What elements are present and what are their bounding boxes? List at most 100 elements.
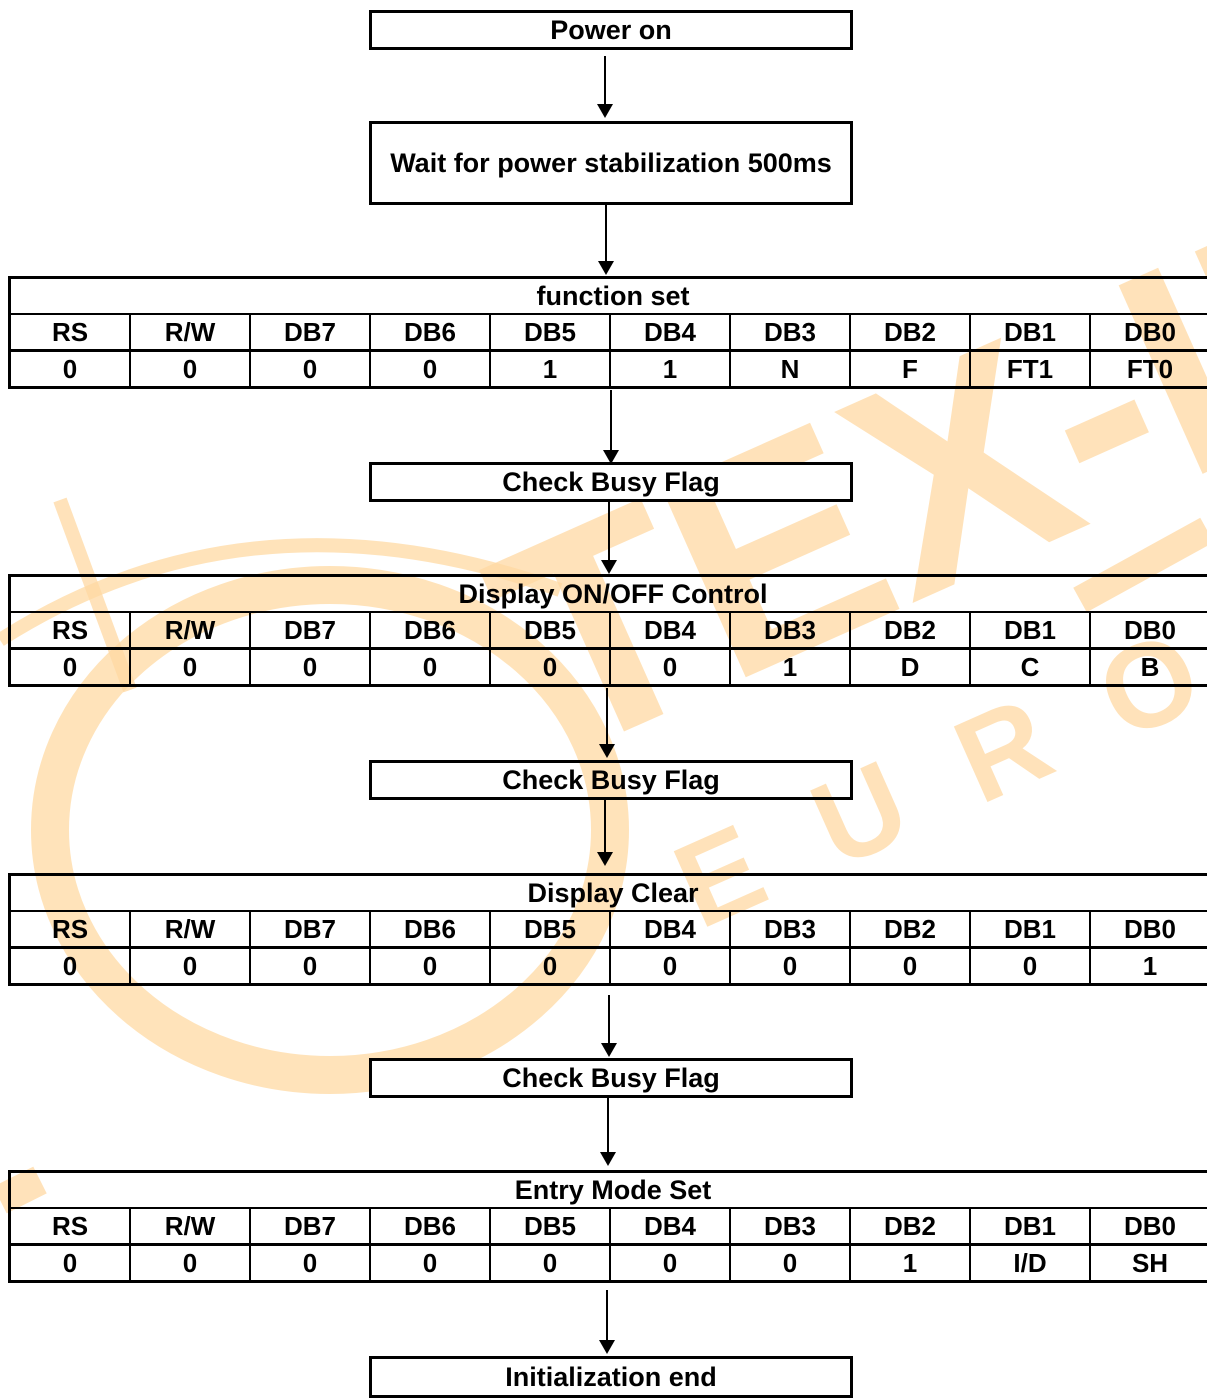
header-cell: DB1 (971, 912, 1091, 946)
header-cell: DB7 (251, 613, 371, 647)
value-cell: 0 (611, 1246, 731, 1280)
header-cell: RS (11, 1209, 131, 1243)
command-title: Display Clear (8, 873, 1207, 912)
arrow-6 (597, 800, 613, 866)
step-check-busy-flag-2: Check Busy Flag (369, 760, 853, 800)
value-cell: B (1091, 650, 1207, 684)
header-cell: DB6 (371, 1209, 491, 1243)
header-cell: RS (11, 613, 131, 647)
value-cell: 0 (851, 949, 971, 983)
arrow-7 (601, 995, 617, 1057)
value-cell: 0 (251, 352, 371, 386)
arrow-4 (601, 502, 617, 574)
value-cell: D (851, 650, 971, 684)
watermark-main-text: TEX-IM (449, 98, 1207, 818)
value-row: 0 0 0 0 0 0 1 D C B (8, 650, 1207, 687)
value-cell: 0 (131, 949, 251, 983)
arrow-5 (599, 688, 615, 758)
value-cell: 0 (491, 949, 611, 983)
header-cell: DB0 (1091, 613, 1207, 647)
step-power-on: Power on (369, 10, 853, 50)
value-cell: 0 (491, 650, 611, 684)
value-cell: 0 (11, 949, 131, 983)
header-cell: R/W (131, 912, 251, 946)
header-cell: DB1 (971, 1209, 1091, 1243)
header-cell: DB3 (731, 315, 851, 349)
step-initialization-end: Initialization end (369, 1356, 853, 1398)
header-cell: DB5 (491, 315, 611, 349)
step-check-busy-flag-3: Check Busy Flag (369, 1058, 853, 1098)
header-cell: DB4 (611, 613, 731, 647)
value-cell: 1 (731, 650, 851, 684)
value-cell: SH (1091, 1246, 1207, 1280)
header-cell: DB5 (491, 613, 611, 647)
header-cell: DB6 (371, 912, 491, 946)
header-cell: DB1 (971, 613, 1091, 647)
command-display-on-off: Display ON/OFF Control RS R/W DB7 DB6 DB… (8, 574, 1207, 687)
header-cell: DB4 (611, 1209, 731, 1243)
header-cell: DB6 (371, 315, 491, 349)
value-cell: 1 (491, 352, 611, 386)
value-cell: 0 (371, 949, 491, 983)
header-cell: DB7 (251, 912, 371, 946)
value-cell: 0 (251, 650, 371, 684)
value-cell: C (971, 650, 1091, 684)
value-cell: F (851, 352, 971, 386)
header-cell: DB0 (1091, 1209, 1207, 1243)
value-cell: 0 (371, 650, 491, 684)
arrow-1 (597, 56, 613, 118)
header-row: RS R/W DB7 DB6 DB5 DB4 DB3 DB2 DB1 DB0 (8, 613, 1207, 650)
value-row: 0 0 0 0 0 0 0 0 0 1 (8, 949, 1207, 986)
arrow-9 (599, 1290, 615, 1354)
header-cell: DB7 (251, 1209, 371, 1243)
value-cell: 0 (131, 352, 251, 386)
value-cell: 0 (731, 949, 851, 983)
value-cell: I/D (971, 1246, 1091, 1280)
arrow-2 (598, 205, 614, 275)
value-cell: 0 (611, 650, 731, 684)
header-cell: DB0 (1091, 315, 1207, 349)
header-cell: DB1 (971, 315, 1091, 349)
arrow-3 (603, 390, 619, 464)
header-cell: DB2 (851, 912, 971, 946)
value-cell: FT1 (971, 352, 1091, 386)
value-cell: 0 (371, 352, 491, 386)
value-cell: 0 (11, 1246, 131, 1280)
value-cell: 0 (731, 1246, 851, 1280)
command-function-set: function set RS R/W DB7 DB6 DB5 DB4 DB3 … (8, 276, 1207, 389)
command-title: function set (8, 276, 1207, 315)
value-cell: 0 (131, 1246, 251, 1280)
value-cell: 0 (11, 352, 131, 386)
header-cell: DB4 (611, 912, 731, 946)
value-cell: 0 (131, 650, 251, 684)
header-cell: R/W (131, 315, 251, 349)
header-cell: DB3 (731, 613, 851, 647)
header-cell: DB6 (371, 613, 491, 647)
header-cell: DB0 (1091, 912, 1207, 946)
header-cell: DB3 (731, 1209, 851, 1243)
value-cell: FT0 (1091, 352, 1207, 386)
command-display-clear: Display Clear RS R/W DB7 DB6 DB5 DB4 DB3… (8, 873, 1207, 986)
header-cell: R/W (131, 1209, 251, 1243)
value-cell: 1 (1091, 949, 1207, 983)
value-row: 0 0 0 0 1 1 N F FT1 FT0 (8, 352, 1207, 389)
value-cell: 0 (371, 1246, 491, 1280)
header-cell: DB7 (251, 315, 371, 349)
header-row: RS R/W DB7 DB6 DB5 DB4 DB3 DB2 DB1 DB0 (8, 912, 1207, 949)
value-cell: 0 (251, 1246, 371, 1280)
value-cell: 0 (971, 949, 1091, 983)
header-cell: R/W (131, 613, 251, 647)
step-wait: Wait for power stabilization 500ms (369, 121, 853, 205)
header-cell: DB3 (731, 912, 851, 946)
header-cell: DB2 (851, 315, 971, 349)
command-title: Display ON/OFF Control (8, 574, 1207, 613)
step-check-busy-flag-1: Check Busy Flag (369, 462, 853, 502)
header-row: RS R/W DB7 DB6 DB5 DB4 DB3 DB2 DB1 DB0 (8, 315, 1207, 352)
header-cell: RS (11, 912, 131, 946)
header-cell: DB5 (491, 1209, 611, 1243)
header-cell: DB2 (851, 1209, 971, 1243)
command-title: Entry Mode Set (8, 1170, 1207, 1209)
value-cell: 0 (251, 949, 371, 983)
value-cell: 0 (11, 650, 131, 684)
value-cell: 1 (851, 1246, 971, 1280)
